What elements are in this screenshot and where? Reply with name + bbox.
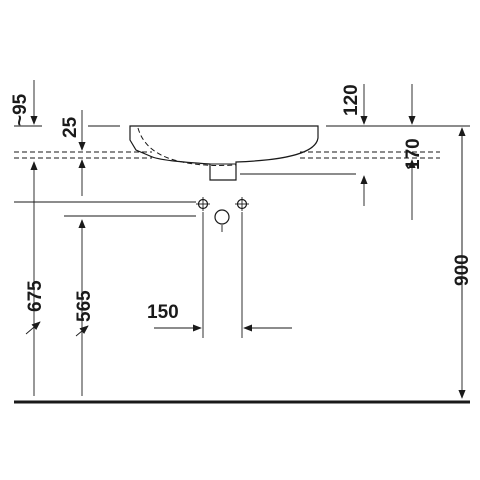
left-supply-connection: [196, 197, 210, 211]
dim-565-label: 565: [74, 290, 95, 322]
dim-675-leader: [25, 321, 41, 335]
dim-120-label: 120: [341, 84, 362, 116]
dim-900-label: 900: [452, 254, 473, 286]
waste-connection: [214, 209, 230, 225]
dim-25-label: 25: [60, 116, 81, 138]
washbasin-section: [129, 125, 319, 181]
dim-170-label: 170: [403, 138, 424, 170]
right-supply-connection: [235, 197, 249, 211]
dim-95-label: ~95: [10, 93, 31, 126]
dim-150-label: 150: [147, 302, 179, 323]
dim-675-label: 675: [25, 280, 46, 312]
dim-565-leader: [75, 325, 89, 337]
